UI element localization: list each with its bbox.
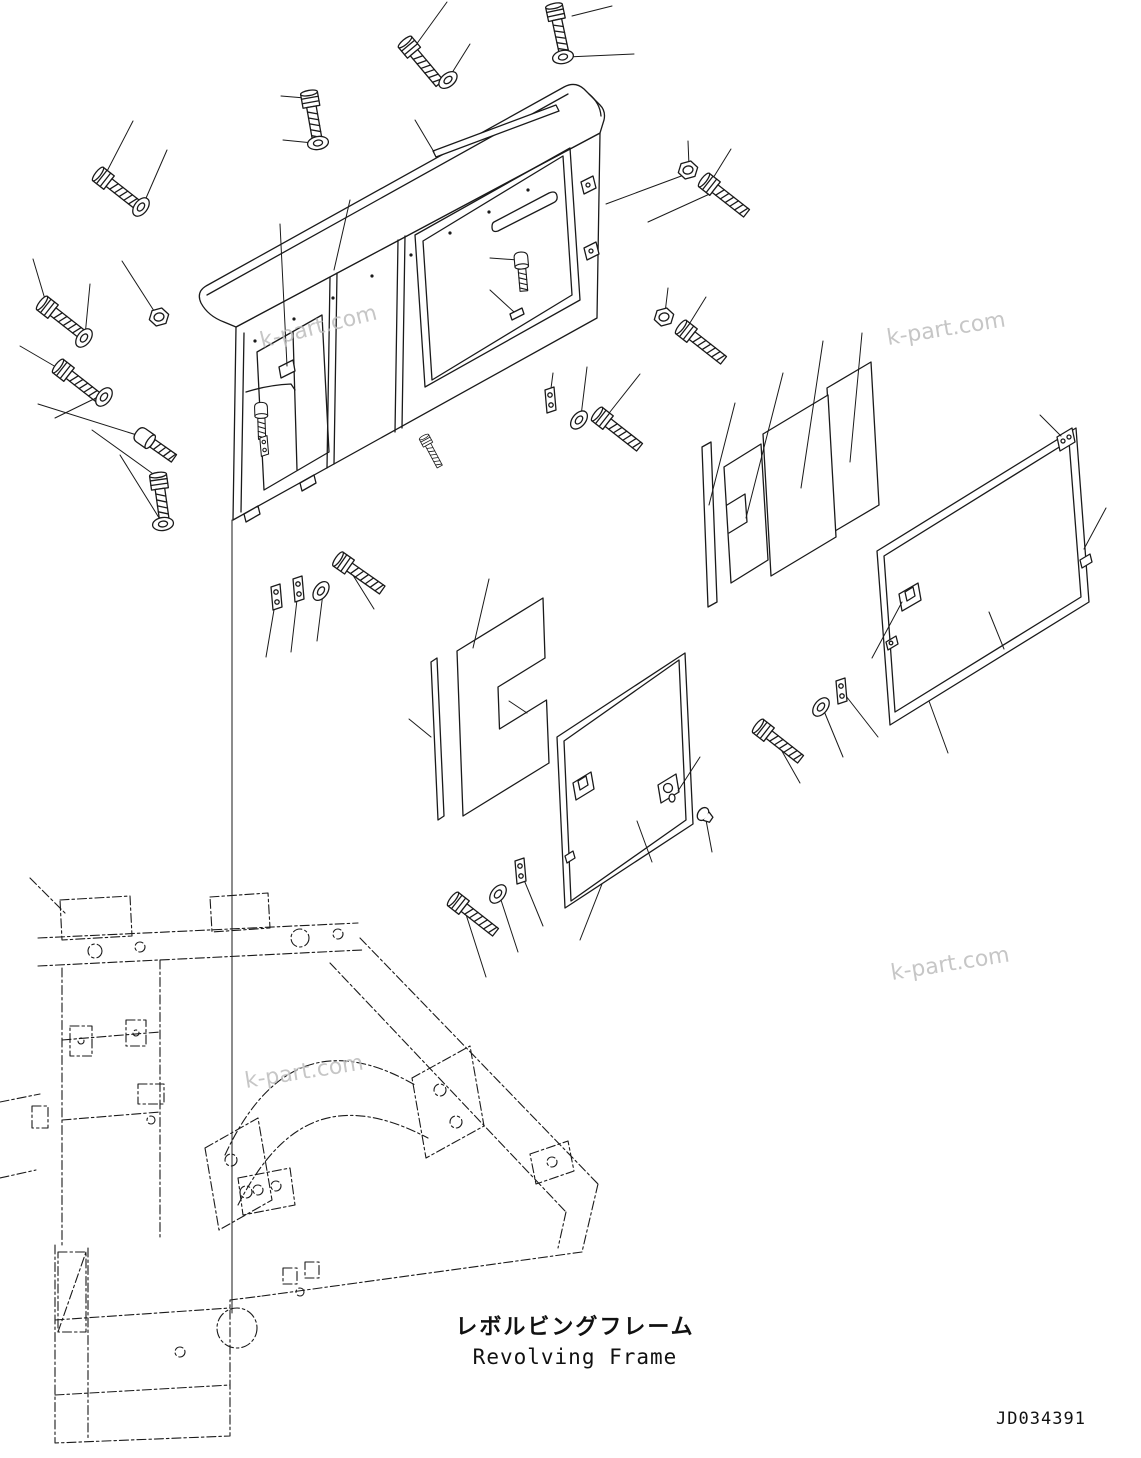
revolving-frame-outline xyxy=(0,877,599,1444)
bolt xyxy=(330,549,388,598)
bolt xyxy=(750,717,807,767)
drawing-number: JD034391 xyxy=(996,1409,1086,1429)
side-panels-group xyxy=(701,361,880,608)
plug xyxy=(694,804,716,827)
notched-panel-group xyxy=(430,597,550,821)
washer xyxy=(91,384,117,410)
bolt xyxy=(673,318,730,368)
clip xyxy=(835,677,848,705)
nut xyxy=(651,306,677,328)
small-bolt xyxy=(418,432,445,470)
door-corner-bracket xyxy=(1056,427,1076,452)
clip xyxy=(514,857,527,885)
panel-plate-right-1 xyxy=(762,394,837,577)
watermark-text: k-part.com xyxy=(885,307,1007,350)
door-latch xyxy=(572,771,595,801)
watermark-text: k-part.com xyxy=(889,942,1011,985)
clip xyxy=(544,386,557,414)
caption-group: レボルビングフレーム Revolving Frame JD034391 xyxy=(455,1314,1086,1429)
middle-door-panel xyxy=(556,652,694,909)
nut xyxy=(146,306,172,328)
washer xyxy=(566,407,592,433)
caption-japanese: レボルビングフレーム xyxy=(455,1314,694,1340)
seal-strip-left xyxy=(430,657,445,821)
washer xyxy=(151,515,175,533)
washer xyxy=(485,881,511,907)
bolt xyxy=(396,33,447,90)
washer xyxy=(435,67,461,93)
washer xyxy=(305,134,331,152)
caption-english: Revolving Frame xyxy=(473,1345,678,1369)
seal-strip-right xyxy=(701,441,718,608)
door-latch xyxy=(898,582,922,612)
bolt xyxy=(589,405,646,455)
notched-panel xyxy=(456,597,550,817)
cover-panel-assembly xyxy=(198,83,606,523)
large-door-panel xyxy=(876,427,1093,726)
nut xyxy=(675,159,701,181)
clip xyxy=(270,583,283,611)
round-head-bolt xyxy=(131,424,180,466)
clip xyxy=(292,575,305,603)
washer xyxy=(808,694,834,720)
watermark-text: k-part.com xyxy=(243,1050,365,1093)
washer xyxy=(309,578,333,604)
leader-lines xyxy=(19,1,1107,1314)
washer xyxy=(550,47,576,67)
